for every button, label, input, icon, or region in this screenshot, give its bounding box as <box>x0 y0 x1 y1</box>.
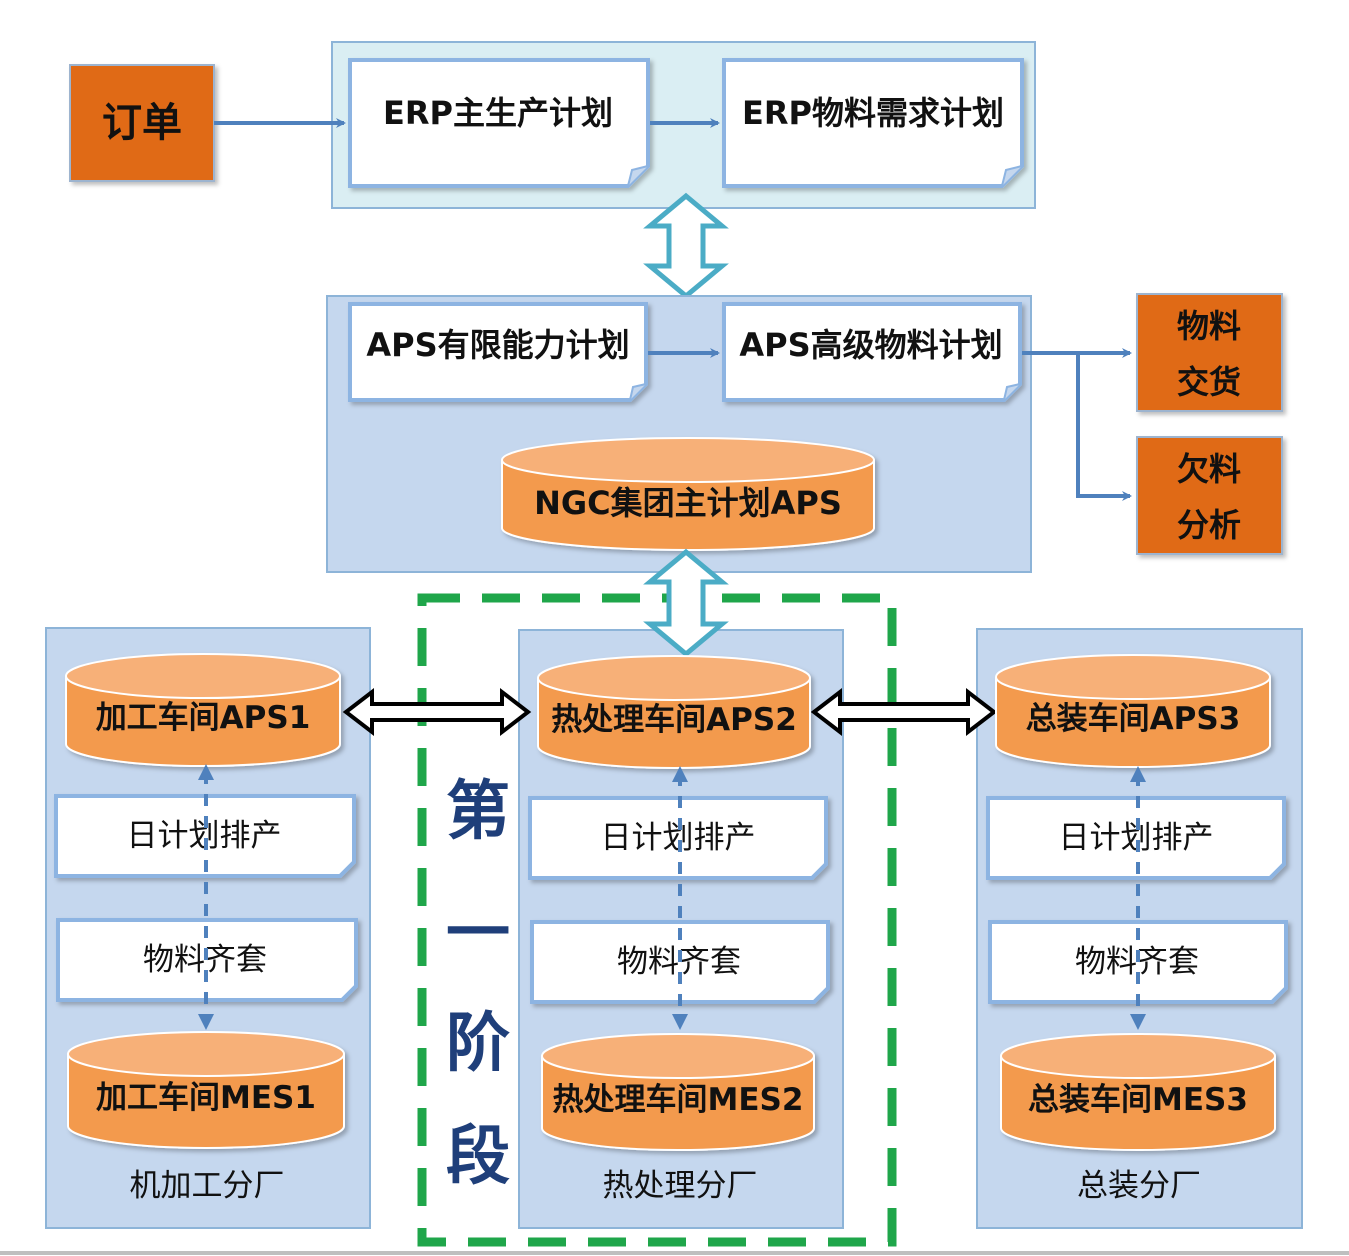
material-delivery-box <box>1136 293 1283 412</box>
ngc-aps2-double-arrow <box>643 548 729 658</box>
daily-plan-box-1 <box>54 794 356 878</box>
aps2-cylinder <box>537 655 811 769</box>
aps2-label: 热处理车间APS2 <box>551 702 797 738</box>
aps-to-shortage-arrow <box>1076 353 1132 501</box>
shortage-analysis-line2: 分析 <box>1177 506 1241 544</box>
plant-machining: 加工车间APS1 日计划排产 物料齐套 加工车间MES1 机加工分厂 <box>54 653 358 1204</box>
plant-heat-treatment: 热处理车间APS2 日计划排产 物料齐套 热处理车间MES2 热处理分厂 <box>528 655 830 1204</box>
plant1-down-arrowhead <box>198 1014 214 1030</box>
mes3-cylinder <box>1000 1033 1276 1151</box>
mes2-cylinder <box>541 1033 815 1151</box>
aps1-label: 加工车间APS1 <box>96 700 311 736</box>
aps2-cylinder-body <box>537 678 811 769</box>
aps-material-plan-label: APS高级物料计划 <box>739 326 1002 364</box>
aps3-cylinder <box>995 654 1271 768</box>
daily-plan-box-3 <box>986 796 1286 880</box>
material-delivery-line2: 交货 <box>1177 363 1241 401</box>
mes2-label: 热处理车间MES2 <box>553 1082 804 1118</box>
phase-char-1: 第 <box>446 775 510 849</box>
aps-capacity-plan-box <box>348 302 648 402</box>
phase-char-4: 段 <box>446 1120 510 1194</box>
erp-master-plan-box <box>348 58 650 188</box>
order-box <box>69 64 215 182</box>
plant-name-1: 机加工分厂 <box>130 1168 285 1204</box>
shortage-analysis-box <box>1136 436 1283 555</box>
aps-material-plan-box <box>722 302 1022 402</box>
plant1-up-arrowhead <box>198 764 214 780</box>
aps1-cylinder <box>65 653 341 767</box>
phase-char-3: 阶 <box>446 1007 510 1081</box>
erp-mrp-box <box>722 58 1024 188</box>
order-label: 订单 <box>102 100 182 146</box>
plant2-down-arrowhead <box>672 1014 688 1030</box>
erp-mrp-label: ERP物料需求计划 <box>742 94 1004 132</box>
plant3-up-arrowhead <box>1130 766 1146 782</box>
plant2-up-arrowhead <box>672 766 688 782</box>
plant-assembly: 总装车间APS3 日计划排产 物料齐套 总装车间MES3 总装分厂 <box>986 654 1288 1204</box>
material-delivery-line1: 物料 <box>1177 307 1241 345</box>
mes1-cylinder <box>67 1031 345 1149</box>
daily-plan-box-2 <box>528 796 828 880</box>
plant-name-2: 热处理分厂 <box>603 1168 758 1204</box>
plant3-down-arrowhead <box>1130 1014 1146 1030</box>
plant-name-3: 总装分厂 <box>1077 1168 1201 1204</box>
erp-aps-double-arrow <box>643 192 729 300</box>
aps2-aps3-double-arrow <box>810 687 998 737</box>
aps1-aps2-double-arrow <box>342 687 532 737</box>
aps3-label: 总装车间APS3 <box>1026 701 1241 737</box>
shortage-analysis-line1: 欠料 <box>1177 450 1241 488</box>
aps-capacity-plan-label: APS有限能力计划 <box>366 326 629 364</box>
mes1-label: 加工车间MES1 <box>96 1080 316 1116</box>
phase-char-2: 一 <box>446 897 510 971</box>
ngc-database-cylinder <box>501 437 875 551</box>
phase-one-frame <box>417 593 897 1247</box>
mes3-label: 总装车间MES3 <box>1028 1082 1248 1118</box>
erp-master-plan-label: ERP主生产计划 <box>383 94 613 132</box>
ngc-database-label: NGC集团主计划APS <box>534 484 842 522</box>
